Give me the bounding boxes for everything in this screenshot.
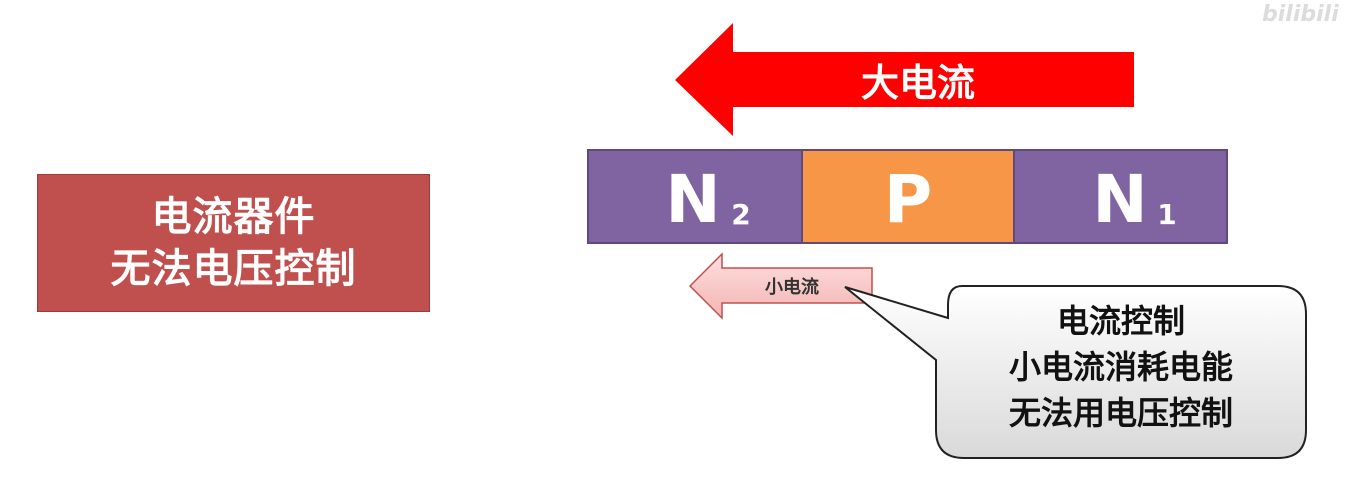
region-p-letter: P bbox=[884, 161, 932, 238]
current-device-box: 电流器件 无法电压控制 bbox=[37, 174, 430, 312]
region-n1 bbox=[1013, 149, 1228, 244]
callout-bubble bbox=[844, 285, 1307, 459]
callout-line2: 小电流消耗电能 bbox=[1008, 348, 1233, 386]
region-n2-subscript: 2 bbox=[731, 198, 750, 231]
current-device-line1: 电流器件 bbox=[151, 194, 316, 240]
bilibili-watermark: bilibili bbox=[1262, 2, 1339, 27]
small-current-arrow bbox=[688, 252, 873, 320]
big-current-arrow bbox=[675, 23, 1134, 136]
small-current-label: 小电流 bbox=[765, 276, 819, 298]
region-n1-letter: N bbox=[1092, 161, 1147, 238]
region-n2-letter: N bbox=[665, 161, 720, 238]
current-device-line2: 无法电压控制 bbox=[110, 246, 357, 292]
big-current-label: 大电流 bbox=[861, 61, 975, 105]
callout-line1: 电流控制 bbox=[1056, 302, 1185, 340]
region-n1-subscript: 1 bbox=[1157, 198, 1176, 231]
callout-text: 电流控制 小电流消耗电能 无法用电压控制 bbox=[936, 298, 1306, 436]
callout-line3: 无法用电压控制 bbox=[1008, 394, 1233, 432]
